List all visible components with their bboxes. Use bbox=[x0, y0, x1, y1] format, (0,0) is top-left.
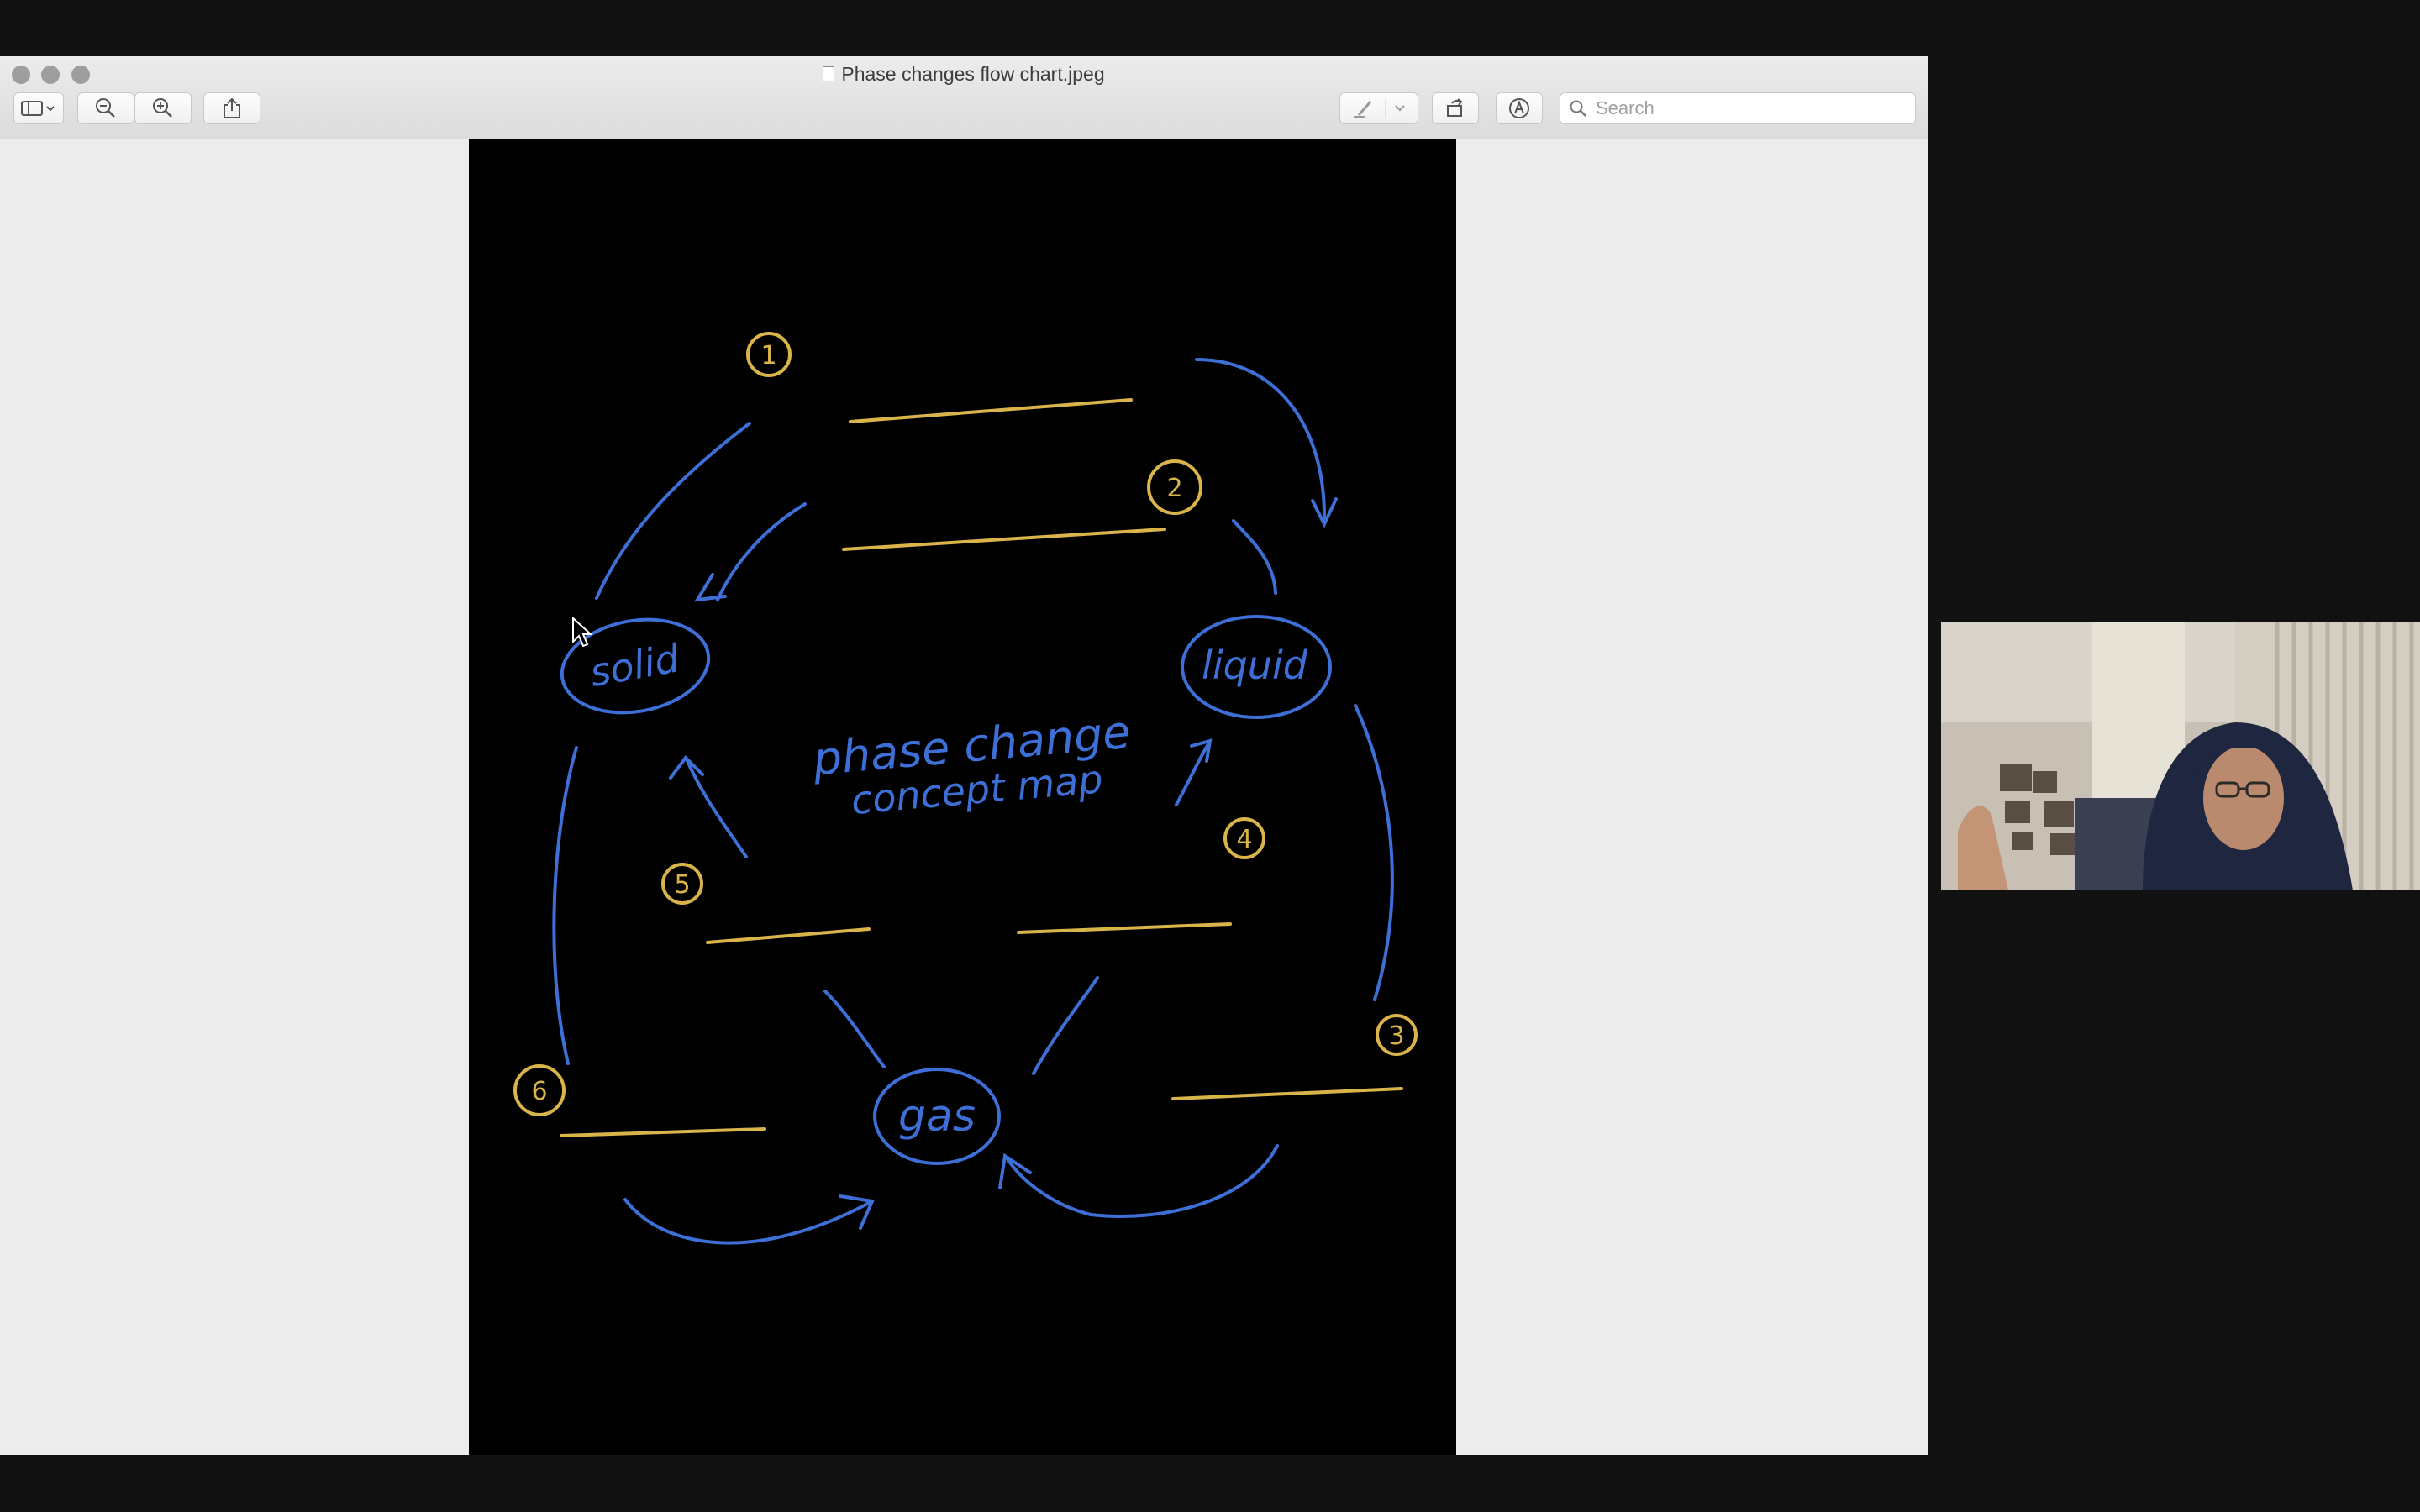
arrow-2-line-a bbox=[1232, 519, 1277, 595]
search-icon bbox=[1570, 100, 1586, 117]
blank-line-6 bbox=[560, 1127, 766, 1137]
solid-node-label: solid bbox=[587, 635, 683, 696]
arrow-1-line-a bbox=[595, 422, 751, 600]
arrow-3-head bbox=[998, 1152, 1032, 1189]
arrow-4-head bbox=[1190, 738, 1213, 763]
number-1-circle bbox=[746, 332, 792, 377]
phase-change-image: solid liquid gas phase change concept ma… bbox=[469, 139, 1456, 1455]
solid-node-outline bbox=[560, 617, 711, 715]
window-title-text: Phase changes flow chart.jpeg bbox=[841, 62, 1105, 85]
document-canvas: solid liquid gas phase change concept ma… bbox=[0, 139, 1928, 1455]
arrow-2-head bbox=[694, 573, 727, 602]
number-5-circle bbox=[661, 863, 703, 905]
number-4-circle bbox=[1223, 817, 1265, 859]
sidebar-icon bbox=[21, 101, 55, 116]
number-6: 6 bbox=[531, 1077, 547, 1106]
rotate-button[interactable] bbox=[1432, 92, 1479, 124]
zoom-out-button[interactable] bbox=[77, 92, 134, 124]
number-3: 3 bbox=[1388, 1021, 1404, 1051]
arrow-6-line-b bbox=[623, 1198, 874, 1245]
preview-window: Phase changes flow chart.jpeg bbox=[0, 56, 1928, 1455]
blank-line-5 bbox=[706, 927, 871, 944]
document-icon bbox=[823, 66, 835, 81]
markup-pen-button[interactable] bbox=[1339, 92, 1418, 124]
blank-line-2 bbox=[842, 528, 1166, 551]
markup-toolbar-button[interactable] bbox=[1496, 92, 1543, 124]
zoom-in-button[interactable] bbox=[134, 92, 192, 124]
number-1: 1 bbox=[760, 341, 776, 370]
blank-line-4 bbox=[1017, 922, 1232, 934]
arrow-4-line-b bbox=[1175, 743, 1210, 806]
number-3-circle bbox=[1376, 1014, 1418, 1056]
rotate-icon bbox=[1447, 98, 1463, 117]
zoom-out-icon bbox=[96, 98, 115, 118]
webcam-person-image bbox=[1941, 622, 2420, 890]
arrow-6-head bbox=[839, 1194, 875, 1230]
zoom-in-icon bbox=[153, 98, 172, 118]
arrow-1-head bbox=[1311, 497, 1338, 528]
blank-line-1 bbox=[849, 398, 1133, 423]
number-6-circle bbox=[513, 1064, 566, 1116]
gas-node-label: gas bbox=[898, 1091, 976, 1142]
title-bar: Phase changes flow chart.jpeg bbox=[0, 56, 1928, 139]
number-2-circle bbox=[1147, 459, 1202, 515]
arrow-6-line-a bbox=[552, 746, 578, 1065]
arrow-3-line-b bbox=[1005, 1144, 1279, 1218]
search-placeholder: Search bbox=[1596, 97, 1655, 118]
sidebar-toggle-button[interactable] bbox=[13, 92, 64, 124]
arrow-5-line-b bbox=[686, 759, 748, 858]
share-button[interactable] bbox=[203, 92, 260, 124]
number-4: 4 bbox=[1236, 825, 1252, 854]
window-title: Phase changes flow chart.jpeg bbox=[0, 61, 1928, 87]
search-field[interactable]: Search bbox=[1560, 92, 1916, 124]
arrow-2-line-b bbox=[716, 502, 807, 601]
number-2: 2 bbox=[1166, 474, 1182, 503]
pen-icon bbox=[1354, 99, 1405, 118]
close-window-button[interactable] bbox=[12, 66, 30, 84]
arrow-1-line-b bbox=[1195, 358, 1327, 523]
liquid-node-outline bbox=[1181, 615, 1332, 719]
zoom-window-button[interactable] bbox=[71, 66, 90, 84]
markup-icon bbox=[1509, 98, 1529, 118]
minimize-window-button[interactable] bbox=[41, 66, 60, 84]
mouse-pointer-icon bbox=[572, 617, 593, 648]
share-icon bbox=[224, 97, 240, 118]
arrow-5-head bbox=[669, 754, 704, 780]
concept-map-drawing: solid liquid gas phase change concept ma… bbox=[513, 332, 1418, 1245]
arrow-4-line-a bbox=[1032, 976, 1099, 1075]
number-5: 5 bbox=[674, 870, 690, 900]
gas-node-outline bbox=[873, 1068, 1001, 1165]
blank-line-3 bbox=[1171, 1087, 1403, 1100]
arrow-3-line-a bbox=[1354, 704, 1394, 1001]
webcam-video-feed bbox=[1941, 622, 2420, 890]
liquid-node-label: liquid bbox=[1202, 643, 1308, 688]
arrow-5-line-a bbox=[823, 990, 886, 1068]
